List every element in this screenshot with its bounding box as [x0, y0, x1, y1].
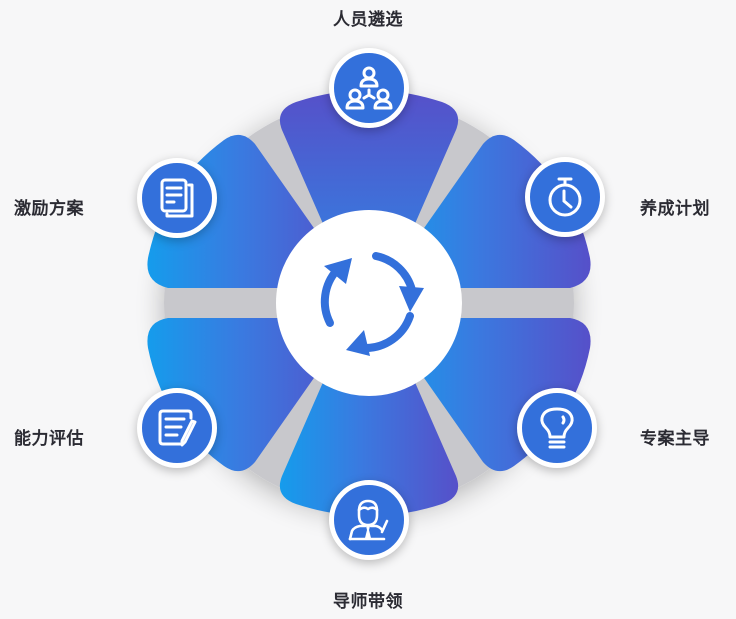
node-mentor-guide[interactable]	[329, 480, 409, 560]
petal-top	[279, 90, 459, 290]
lightbulb-icon	[540, 407, 574, 449]
label-people-selection: 人员遴选	[333, 10, 403, 30]
refresh-cycle-icon	[320, 252, 424, 356]
stopwatch-icon	[548, 177, 582, 217]
center-hub	[276, 210, 462, 396]
petal-bottom	[279, 316, 459, 516]
node-incentive-plan[interactable]	[137, 158, 217, 238]
people-network-icon	[345, 66, 393, 110]
node-project-lead[interactable]	[517, 388, 597, 468]
documents-stack-icon	[160, 178, 194, 218]
label-incentive-plan: 激励方案	[14, 199, 84, 219]
label-project-lead: 专案主导	[640, 429, 710, 449]
label-mentor-guide: 导师带领	[333, 592, 403, 612]
node-people-selection[interactable]	[329, 48, 409, 128]
node-capability-assessment[interactable]	[137, 388, 217, 468]
mentor-person-icon	[348, 499, 389, 541]
label-capability-assessment: 能力评估	[14, 429, 84, 449]
node-training-plan[interactable]	[525, 157, 605, 237]
document-edit-icon	[158, 409, 197, 447]
label-training-plan: 养成计划	[640, 199, 710, 219]
